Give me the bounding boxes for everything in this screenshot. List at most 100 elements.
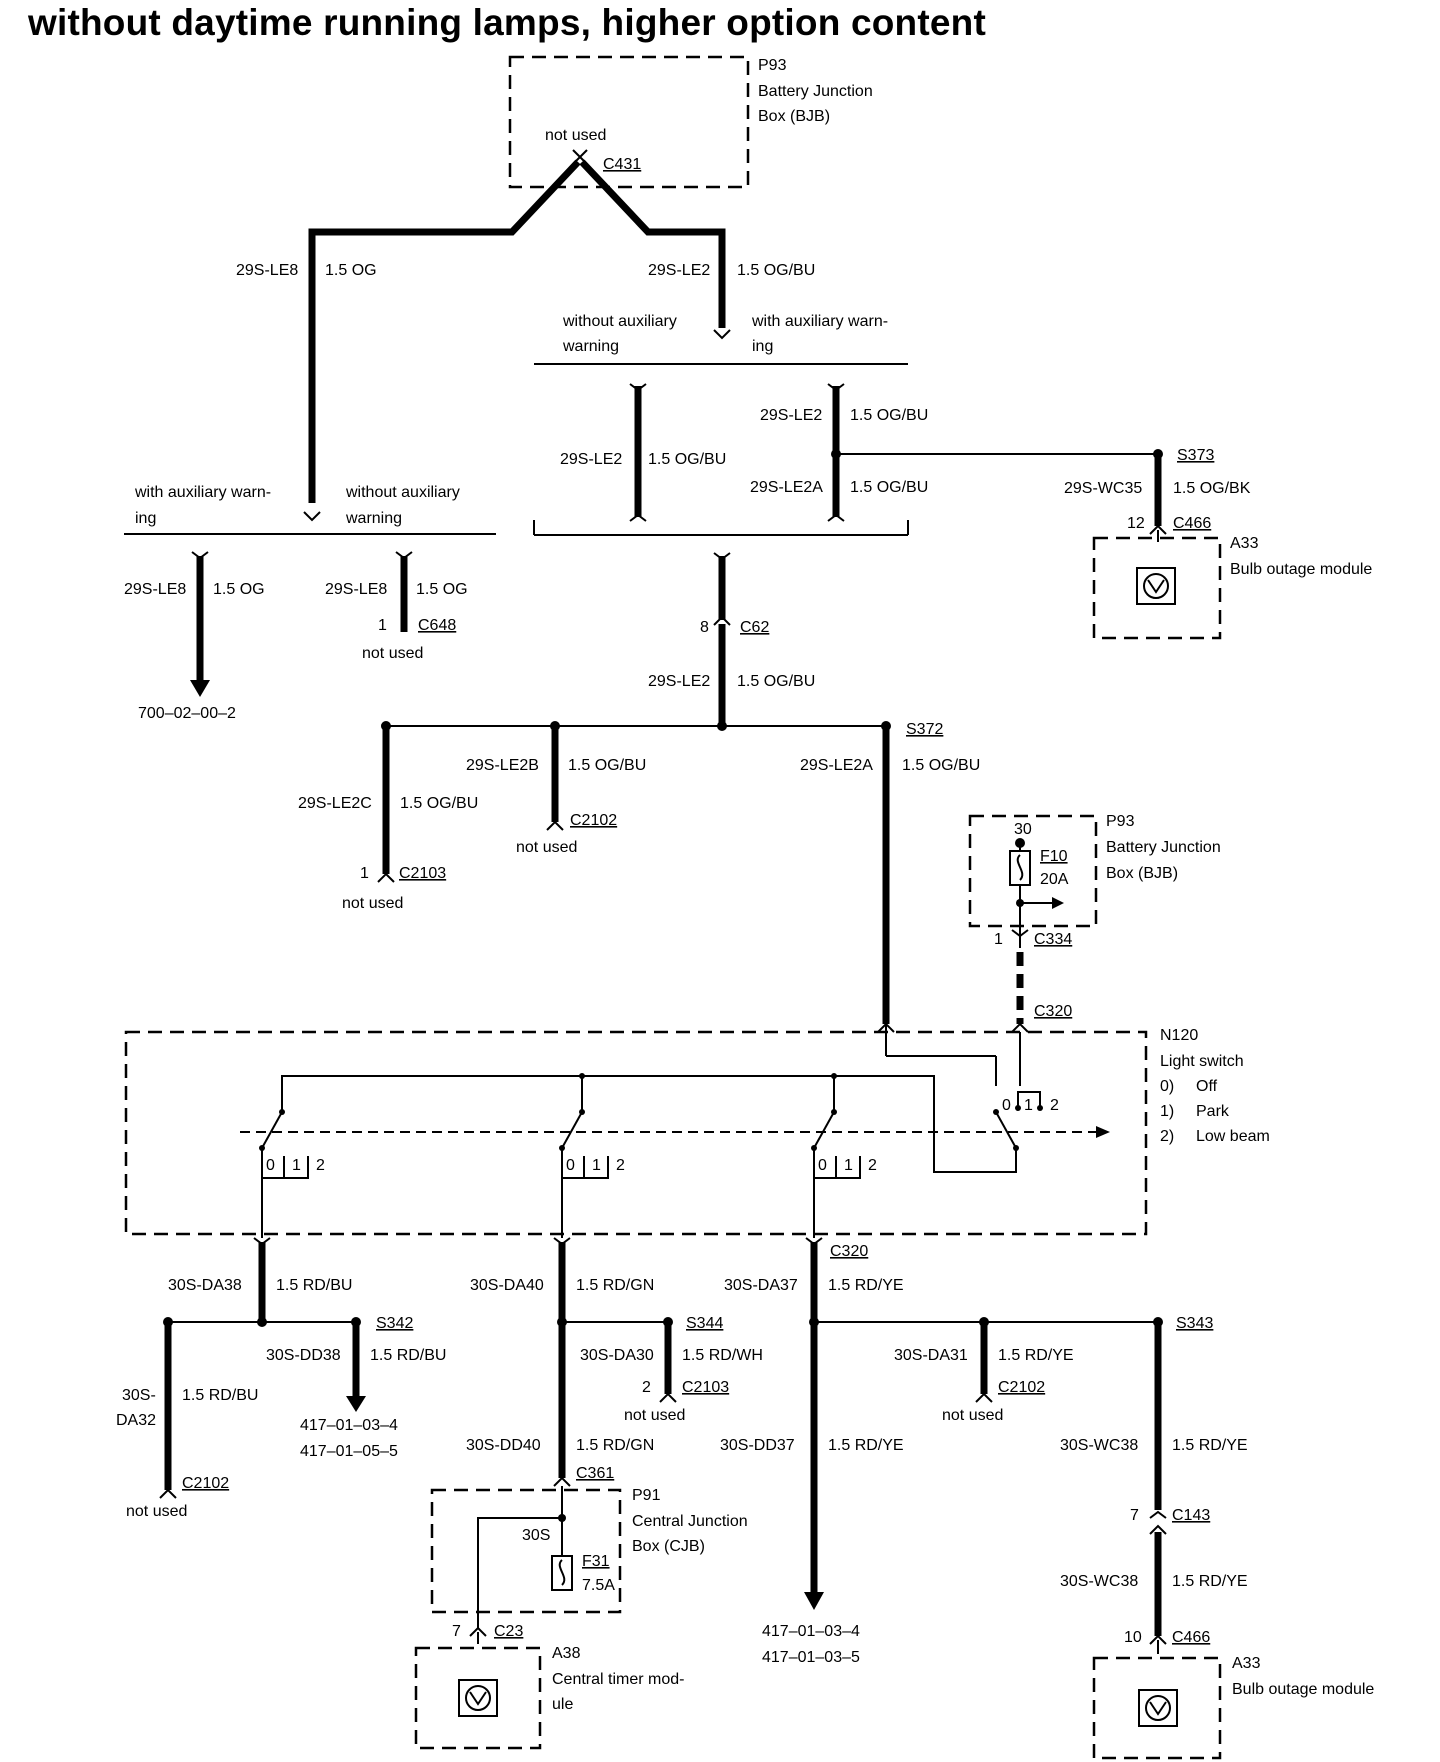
c2103-mid-note: not used — [624, 1407, 685, 1424]
p91-box — [430, 1488, 622, 1614]
sw2-pos-1: 1 — [592, 1157, 601, 1174]
n120-pos1-label: Park — [1196, 1103, 1230, 1120]
a33-bottom-box — [1092, 1656, 1222, 1760]
n120-pos0-num: 0) — [1160, 1078, 1174, 1095]
c2103-mid-pin: 2 — [642, 1379, 651, 1396]
ref-700-02-00-2: 700–02–00–2 — [138, 705, 236, 722]
c2103-top-note: not used — [342, 895, 403, 912]
a38-pin: 7 — [452, 1623, 461, 1640]
wire-le8-left-circuit: 29S-LE8 — [124, 581, 186, 598]
connector-c143: C143 — [1172, 1507, 1210, 1524]
n120-box — [124, 1030, 1148, 1236]
sw3-pos-0: 0 — [818, 1157, 827, 1174]
wire-29s-le8-top — [308, 159, 581, 503]
a33-top-id: A33 — [1230, 535, 1259, 552]
splice-s343: S343 — [1176, 1315, 1213, 1332]
fuse-f10-rating: 20A — [1040, 871, 1069, 888]
wire-le2-top-spec: 1.5 OG/BU — [737, 262, 815, 279]
wire-da31-spec: 1.5 RD/YE — [998, 1347, 1074, 1364]
wire-da31-circuit: 30S-DA31 — [894, 1347, 968, 1364]
p91-name-2: Box (CJB) — [632, 1538, 705, 1555]
p93-fuse-box — [968, 814, 1098, 928]
wire-le2-aux-circuit: 29S-LE2 — [760, 407, 822, 424]
switch2-blade — [561, 1111, 583, 1149]
wire-da37-circuit: 30S-DA37 — [724, 1277, 798, 1294]
connector-c431: C431 — [603, 156, 641, 173]
a33-bottom-component: A33 Bulb outage module — [1092, 1655, 1374, 1760]
without-aux-left-1: without auxiliary — [345, 484, 460, 501]
wire-le8-top-circuit: 29S-LE8 — [236, 262, 298, 279]
with-aux-upper-2: ing — [752, 338, 773, 355]
p91-pin: 30S — [522, 1527, 550, 1544]
sw-main-pos-1: 1 — [1024, 1097, 1033, 1114]
wire-da40-circuit: 30S-DA40 — [470, 1277, 544, 1294]
switch3-blade — [813, 1111, 835, 1149]
wire-le2-aux-spec: 1.5 OG/BU — [850, 407, 928, 424]
a33-top-pin: 12 — [1127, 515, 1145, 532]
sw-main-pos-0: 0 — [1002, 1097, 1011, 1114]
splice-s373: S373 — [1177, 447, 1214, 464]
c648-pin: 1 — [378, 617, 387, 634]
wire-dd38-circuit: 30S-DD38 — [266, 1347, 341, 1364]
connector-c466-bottom: C466 — [1172, 1629, 1210, 1646]
wire-le2a-aux-circuit: 29S-LE2A — [750, 479, 823, 496]
n120-light-switch: N120 Light switch 0) Off 1) Park 2) Low … — [124, 1024, 1270, 1238]
ref-dd38-a: 417–01–03–4 — [300, 1417, 398, 1434]
wire-le2a-main-circuit: 29S-LE2A — [800, 757, 873, 774]
connector-c320-top: C320 — [1034, 1003, 1072, 1020]
wire-wc35-spec: 1.5 OG/BK — [1173, 480, 1251, 497]
wire-le2b-spec: 1.5 OG/BU — [568, 757, 646, 774]
connector-c2103-top: C2103 — [399, 865, 446, 882]
wire-wc38-b-circuit: 30S-WC38 — [1060, 1573, 1138, 1590]
wire-da32-spec: 1.5 RD/BU — [182, 1387, 258, 1404]
without-aux-upper-1: without auxiliary — [562, 313, 677, 330]
ref-dd37-b: 417–01–03–5 — [762, 1649, 860, 1666]
a38-name-1: Central timer mod- — [552, 1671, 684, 1688]
p93-fuse-id: P93 — [1106, 813, 1135, 830]
sw1-pos-0: 0 — [266, 1157, 275, 1174]
connector-c2102-right: C2102 — [998, 1379, 1045, 1396]
a33-top-box — [1092, 536, 1222, 640]
wire-le2-mid-circuit: 29S-LE2 — [560, 451, 622, 468]
sw3-pos-1: 1 — [844, 1157, 853, 1174]
c62-pin: 8 — [700, 619, 709, 636]
a33-bottom-pin: 10 — [1124, 1629, 1142, 1646]
c2102-top-note: not used — [516, 839, 577, 856]
a38-name-2: ule — [552, 1696, 573, 1713]
c334-pin: 1 — [994, 931, 1003, 948]
wire-da30-spec: 1.5 RD/WH — [682, 1347, 763, 1364]
wire-wc38-b-spec: 1.5 RD/YE — [1172, 1573, 1248, 1590]
p91-id: P91 — [632, 1487, 661, 1504]
splice-s344: S344 — [686, 1315, 723, 1332]
connector-c334: C334 — [1034, 931, 1072, 948]
sw2-pos-0: 0 — [566, 1157, 575, 1174]
wire-le2a-main-spec: 1.5 OG/BU — [902, 757, 980, 774]
wire-dd37-spec: 1.5 RD/YE — [828, 1437, 904, 1454]
without-aux-left-2: warning — [345, 510, 402, 527]
wire-dd40-spec: 1.5 RD/GN — [576, 1437, 654, 1454]
diagram-title: without daytime running lamps, higher op… — [28, 2, 986, 43]
fuse-f31-rating: 7.5A — [582, 1577, 615, 1594]
a33-top-component: A33 Bulb outage module — [1092, 535, 1372, 640]
p93-fuse-component: 30 F10 20A P93 Battery Junction Box (BJB… — [968, 813, 1221, 948]
p91-name-1: Central Junction — [632, 1513, 748, 1530]
wire-dd37-circuit: 30S-DD37 — [720, 1437, 795, 1454]
wire-le2-mid-spec: 1.5 OG/BU — [648, 451, 726, 468]
without-aux-upper-2: warning — [562, 338, 619, 355]
wire-da30-circuit: 30S-DA30 — [580, 1347, 654, 1364]
sw-main-pos-2: 2 — [1050, 1097, 1059, 1114]
ref-dd38-b: 417–01–05–5 — [300, 1443, 398, 1460]
wire-wc38-a-circuit: 30S-WC38 — [1060, 1437, 1138, 1454]
wire-le8-left-spec: 1.5 OG — [213, 581, 265, 598]
wire-le2a-aux-spec: 1.5 OG/BU — [850, 479, 928, 496]
sw1-pos-1: 1 — [292, 1157, 301, 1174]
n120-pos2-num: 2) — [1160, 1128, 1174, 1145]
wire-da38-circuit: 30S-DA38 — [168, 1277, 242, 1294]
branch-fork-upper — [713, 329, 731, 340]
connector-c466-top: C466 — [1173, 515, 1211, 532]
wire-le8-top-spec: 1.5 OG — [325, 262, 377, 279]
wire-wc38-a-spec: 1.5 RD/YE — [1172, 1437, 1248, 1454]
a38-component: A38 Central timer mod- ule — [414, 1645, 684, 1750]
switch1-blade — [261, 1111, 283, 1149]
